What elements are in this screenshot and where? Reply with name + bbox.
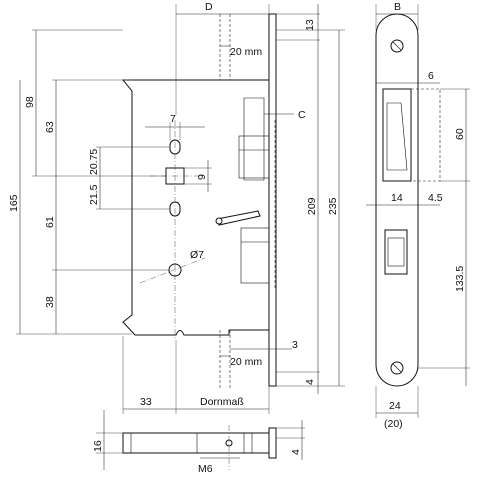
forend-plate: [268, 13, 277, 387]
dim-60: 60: [454, 128, 466, 140]
dim-33: 33: [140, 396, 152, 408]
dim-phi7: Ø7: [190, 249, 204, 261]
dead-bolt: [240, 227, 270, 284]
dim-16: 16: [92, 440, 104, 452]
dim-61: 61: [44, 216, 56, 228]
dim-c: C: [298, 109, 306, 121]
dim-4-bottom: 4: [304, 379, 316, 385]
side-view: [375, 13, 441, 387]
dim-d: D: [205, 1, 213, 13]
dim-3: 3: [292, 339, 298, 351]
forend-top: [268, 427, 277, 459]
dim-b: B: [394, 1, 401, 13]
bolt-opening: [384, 229, 408, 275]
lock-case: [121, 79, 270, 336]
dim-9: 9: [196, 174, 208, 180]
dim-20-paren: (20): [384, 418, 403, 430]
latch-bolt: [238, 135, 270, 179]
dim-14: 14: [391, 192, 403, 204]
top-dimensions: 16 4 M6: [92, 410, 305, 475]
front-dimensions: D 20 mm 13 C 209 235 7 20.75 9: [8, 1, 345, 414]
latch-hidden: [411, 88, 441, 182]
dim-24: 24: [389, 400, 401, 412]
dim-6: 6: [428, 70, 434, 82]
dim-13: 13: [304, 19, 316, 31]
dim-63: 63: [44, 121, 56, 133]
dim-209: 209: [306, 197, 318, 215]
case-top: [122, 432, 270, 454]
dim-20mm-bottom: 20 mm: [230, 356, 262, 368]
dim-38: 38: [44, 296, 56, 308]
dim-98: 98: [24, 96, 36, 108]
dim-165: 165: [8, 194, 20, 212]
dim-4-side: 4: [290, 449, 302, 455]
latch-housing: [243, 97, 265, 181]
latch-face: [386, 102, 408, 171]
front-view: [121, 13, 277, 390]
side-dimensions: B 6 60 14 4.5 133.5 24 (20): [366, 1, 470, 430]
dim-m6: M6: [198, 463, 213, 475]
dim-20mm-top: 20 mm: [230, 46, 262, 58]
dim-235: 235: [327, 197, 339, 215]
dim-dornmass: Dornmaß: [200, 396, 244, 408]
top-view: [122, 425, 277, 470]
dim-133-5: 133.5: [454, 266, 466, 292]
dim-4-5: 4.5: [428, 192, 443, 204]
dim-20-75: 20.75: [88, 149, 100, 175]
dim-21-5: 21.5: [88, 184, 100, 205]
dim-7: 7: [170, 113, 176, 125]
